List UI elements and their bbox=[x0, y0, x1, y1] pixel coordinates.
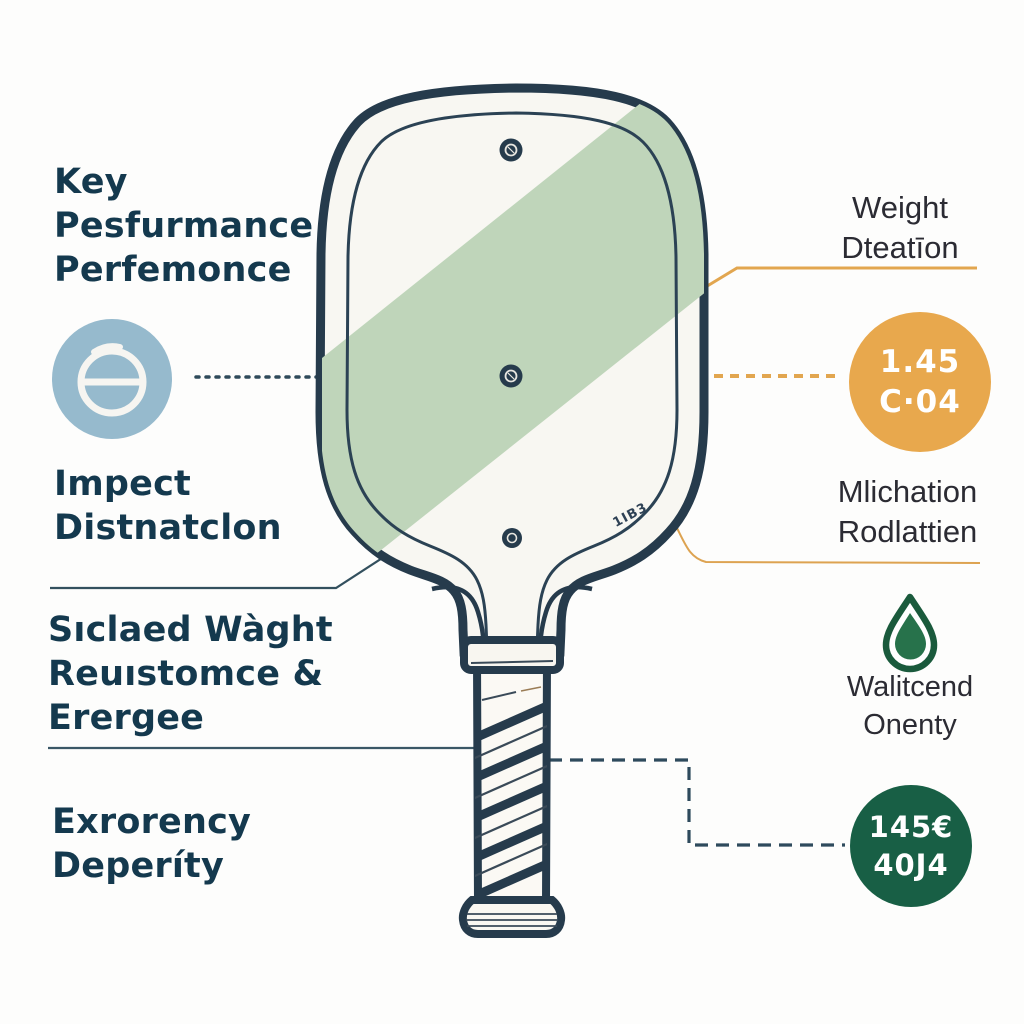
grip-wrap bbox=[475, 686, 547, 901]
key-performance-line3: Perfemonce bbox=[54, 250, 292, 290]
key-performance-line1: Key bbox=[54, 162, 128, 202]
key-performance-line2: Pesfurmance bbox=[54, 206, 314, 246]
handle-collar bbox=[460, 636, 564, 674]
droplet-icon bbox=[882, 593, 938, 673]
mlichation-gold-leader-line bbox=[675, 525, 981, 564]
orange-value-badge: 1.45 C·04 bbox=[849, 312, 991, 452]
weight-line2: Dteatīon bbox=[841, 230, 959, 265]
exrorency-label: Exrorency Deperíty bbox=[52, 800, 251, 888]
walitcend-label: Walitcend Onenty bbox=[805, 668, 1015, 744]
green-value-badge: 145€ 40J4 bbox=[850, 785, 972, 907]
orange-badge-line1: 1.45 bbox=[879, 344, 961, 380]
impact-line2: Distnatclon bbox=[54, 508, 282, 548]
swing-leader-line bbox=[50, 552, 391, 590]
grip-dashed-step-line bbox=[549, 758, 845, 847]
green-badge-line1: 145€ bbox=[868, 810, 954, 844]
exrorency-line1: Exrorency bbox=[52, 802, 252, 842]
swing-line2: Reuıstomce & bbox=[48, 654, 324, 694]
paddle-green-stripe bbox=[322, 90, 704, 597]
key-performance-label: Key Pesfurmance Perfemonce bbox=[54, 160, 313, 292]
screw-bottom bbox=[502, 528, 522, 548]
impact-line1: Impect bbox=[54, 464, 191, 504]
green-badge-line2: 40J4 bbox=[873, 848, 949, 882]
walitcend-line1: Walitcend bbox=[846, 671, 974, 703]
exrorency-line2: Deperíty bbox=[52, 846, 224, 886]
swing-line3: Erergee bbox=[48, 698, 205, 738]
impact-label: Impect Distnatclon bbox=[54, 462, 282, 550]
weight-line1: Weight bbox=[852, 190, 948, 225]
screw-middle bbox=[499, 364, 523, 388]
mlichation-label: Mlichation Rodlattien bbox=[795, 472, 1020, 552]
screw-top bbox=[499, 138, 523, 162]
circle-bar-icon bbox=[52, 319, 172, 439]
swing-weight-label: Sıclaed Wàght Reuıstomce & Erergee bbox=[48, 608, 333, 740]
swing-line1: Sıclaed Wàght bbox=[48, 610, 333, 650]
mlichation-line1: Mlichation bbox=[837, 474, 978, 509]
weight-label: Weight Dteatīon bbox=[790, 188, 1010, 268]
mlichation-line2: Rodlattien bbox=[837, 514, 978, 549]
handle-butt-cap bbox=[458, 896, 566, 938]
orange-badge-line2: C·04 bbox=[879, 384, 961, 420]
walitcend-line2: Onenty bbox=[863, 709, 957, 741]
